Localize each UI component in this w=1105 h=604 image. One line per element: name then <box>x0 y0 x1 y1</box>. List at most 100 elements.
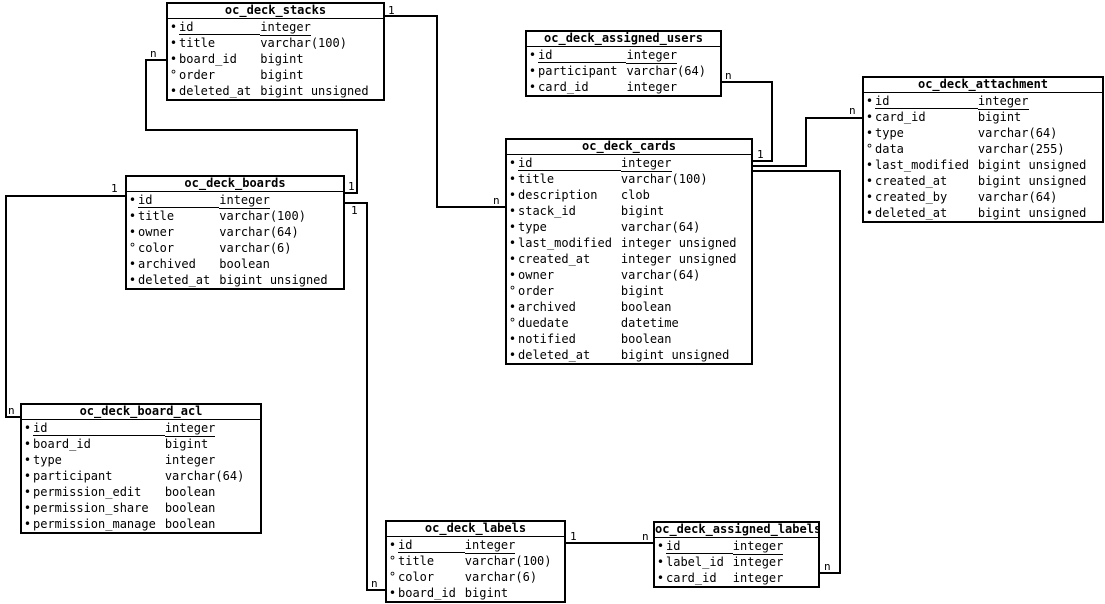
required-marker-icon: • <box>508 236 517 250</box>
column-name: color <box>398 570 435 584</box>
column-name: participant <box>538 64 618 78</box>
column-type-cell: integer <box>977 93 1102 110</box>
column-type-cell: boolean <box>621 299 751 315</box>
table-title: oc_deck_assigned_users <box>527 32 720 47</box>
column-type: bigint <box>620 284 665 298</box>
required-marker-icon: • <box>656 555 665 569</box>
column-type: integer <box>732 539 784 555</box>
column-type-cell: varchar(6) <box>219 240 343 256</box>
column-type-cell: integer <box>219 192 343 209</box>
relation-line-cards-assigned_labels <box>753 170 841 574</box>
column-name: archived <box>138 257 196 271</box>
column-type-cell: bigint unsigned <box>978 157 1102 173</box>
column-name: permission_share <box>33 501 149 515</box>
required-marker-icon: • <box>23 421 32 435</box>
column-type: integer <box>164 421 216 437</box>
required-marker-icon: • <box>528 48 537 62</box>
cardinality-label: n <box>642 530 649 543</box>
column-type: integer unsigned <box>620 236 737 250</box>
column-type: varchar(100) <box>464 554 552 568</box>
column-name: deleted_at <box>518 348 591 362</box>
column-type-cell: varchar(64) <box>165 468 260 484</box>
column-type-cell: varchar(100) <box>465 553 564 569</box>
column-type: varchar(255) <box>977 142 1065 156</box>
column-type: varchar(64) <box>164 469 245 483</box>
column-type: integer <box>977 94 1029 110</box>
column-type-cell: integer unsigned <box>621 235 751 251</box>
cardinality-label: 1 <box>570 530 577 543</box>
cardinality-label: 1 <box>351 204 358 217</box>
table-title: oc_deck_attachment <box>864 78 1102 93</box>
column-type-cell: boolean <box>621 331 751 347</box>
column-type-cell: bigint unsigned <box>978 205 1102 221</box>
column-type: bigint unsigned <box>260 84 369 98</box>
table-title: oc_deck_boards <box>127 177 343 192</box>
required-marker-icon: • <box>23 501 32 515</box>
column-type: datetime <box>620 316 679 330</box>
column-type: bigint unsigned <box>977 206 1087 220</box>
column-type-cell: boolean <box>165 516 260 532</box>
required-marker-icon: • <box>508 268 517 282</box>
required-marker-icon: • <box>528 80 537 94</box>
column-name: board_id <box>398 586 456 600</box>
column-type: bigint <box>464 586 509 600</box>
column-name: participant <box>33 469 113 483</box>
column-type: bigint unsigned <box>977 158 1087 172</box>
required-marker-icon: • <box>169 20 178 34</box>
column-type: boolean <box>164 501 216 515</box>
column-type: varchar(64) <box>977 190 1058 204</box>
required-marker-icon: • <box>865 206 874 220</box>
required-marker-icon: • <box>865 158 874 172</box>
column-type-cell: varchar(100) <box>219 208 343 224</box>
required-marker-icon: • <box>23 469 32 483</box>
column-name: type <box>875 126 904 140</box>
column-name: id <box>538 47 627 63</box>
required-marker-icon: • <box>169 36 178 50</box>
column-type-cell: bigint unsigned <box>260 83 383 99</box>
cardinality-label: n <box>824 560 831 573</box>
nullable-marker-icon: ° <box>508 316 517 330</box>
column-name: id <box>398 537 465 553</box>
column-name: id <box>666 538 733 554</box>
column-name: deleted_at <box>179 84 252 98</box>
column-type-cell: datetime <box>621 315 751 331</box>
table-title: oc_deck_stacks <box>168 4 383 19</box>
required-marker-icon: • <box>23 517 32 531</box>
required-marker-icon: • <box>508 252 517 266</box>
column-name: id <box>875 93 978 109</box>
required-marker-icon: • <box>23 485 32 499</box>
column-type: integer <box>219 193 270 209</box>
required-marker-icon: • <box>388 586 397 600</box>
column-name: owner <box>518 268 555 282</box>
required-marker-icon: • <box>128 257 137 271</box>
column-type: bigint <box>260 52 304 66</box>
column-type-cell: integer <box>165 452 260 468</box>
column-name: card_id <box>666 571 717 585</box>
required-marker-icon: • <box>508 204 517 218</box>
nullable-marker-icon: ° <box>865 142 874 156</box>
required-marker-icon: • <box>865 126 874 140</box>
column-type-cell: varchar(100) <box>260 35 383 51</box>
column-name: type <box>518 220 547 234</box>
required-marker-icon: • <box>865 110 874 124</box>
column-type: varchar(100) <box>620 172 708 186</box>
relation-line-stacks-cards <box>385 15 505 208</box>
column-type: varchar(100) <box>260 36 347 50</box>
required-marker-icon: • <box>169 84 178 98</box>
column-name: id <box>138 192 220 208</box>
column-name: color <box>138 241 175 255</box>
column-type-cell: integer <box>620 155 751 172</box>
column-type-cell: integer <box>733 570 818 586</box>
column-type-cell: integer <box>164 420 260 437</box>
cardinality-label: 1 <box>757 148 764 161</box>
required-marker-icon: • <box>128 273 137 287</box>
